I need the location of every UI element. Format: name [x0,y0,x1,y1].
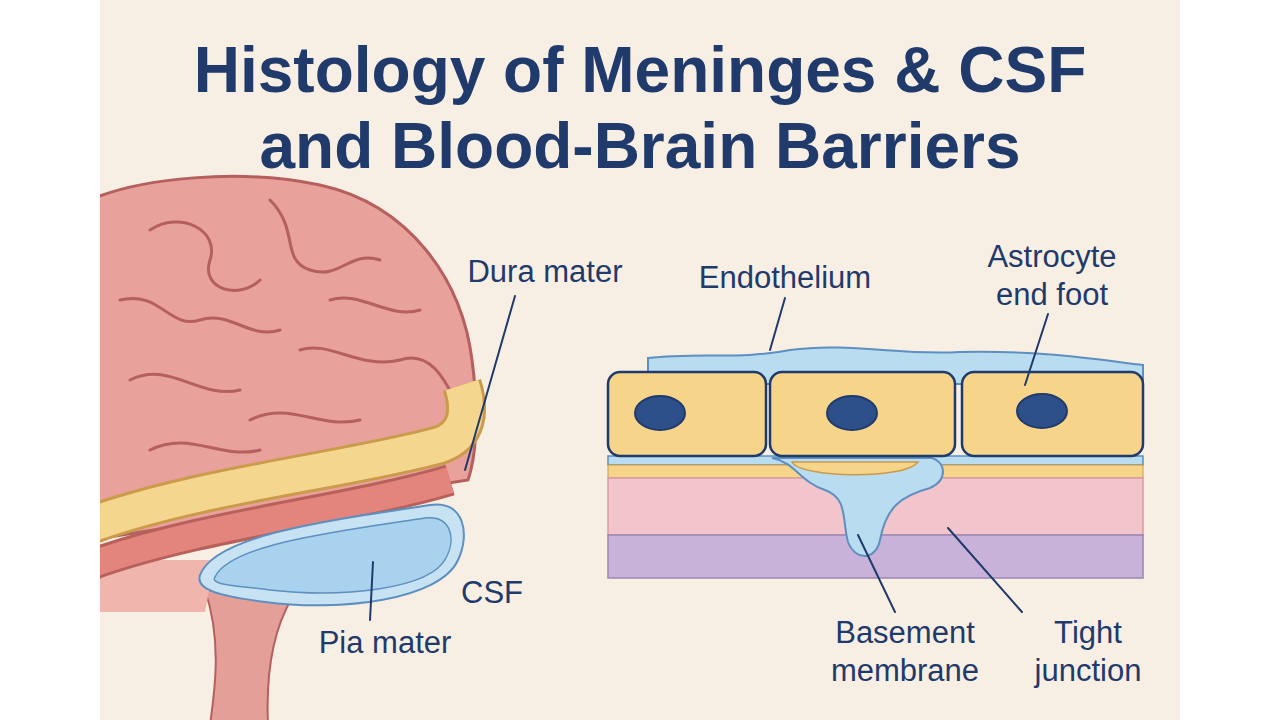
gyrus-line [270,200,380,272]
leader-line [370,562,373,620]
gyri [120,200,455,452]
cell [770,372,955,456]
leader-line [770,298,785,350]
nucleus [1017,394,1067,428]
part-label: CSF [442,574,542,612]
cell [962,372,1143,456]
diagram-title: Histology of Meninges & CSF and Blood-Br… [150,32,1130,184]
nucleus [827,396,877,430]
part-label: Pia mater [285,624,485,662]
gyrus-line [150,222,260,290]
gyrus-line [300,348,455,400]
leader-line [1025,314,1048,385]
barrier-illustration [608,347,1143,578]
dura-outline [100,385,466,525]
leader-line [858,535,895,612]
tight-junction-shape [772,458,943,556]
gyrus-line [150,443,260,452]
pia-layer [214,518,451,593]
gyrus-line [130,374,240,391]
gyrus-line [330,298,420,312]
csf-layer [199,505,464,606]
gyrus-line [120,298,280,332]
nucleus [635,396,685,430]
part-label: Tight junction [1013,614,1163,690]
part-label: Endothelium [675,259,895,297]
leader-line [465,296,515,470]
leader-line [948,528,1022,612]
brainstem [205,590,292,720]
leader-lines [370,296,1048,620]
dura-layer [100,385,466,525]
cell [608,372,766,456]
gyrus-line [250,413,360,422]
part-label: Dura mater [425,253,665,291]
end-foot-bulge [792,462,918,475]
part-label: Astrocyte end foot [967,238,1137,314]
part-label: Basement membrane [815,614,995,690]
